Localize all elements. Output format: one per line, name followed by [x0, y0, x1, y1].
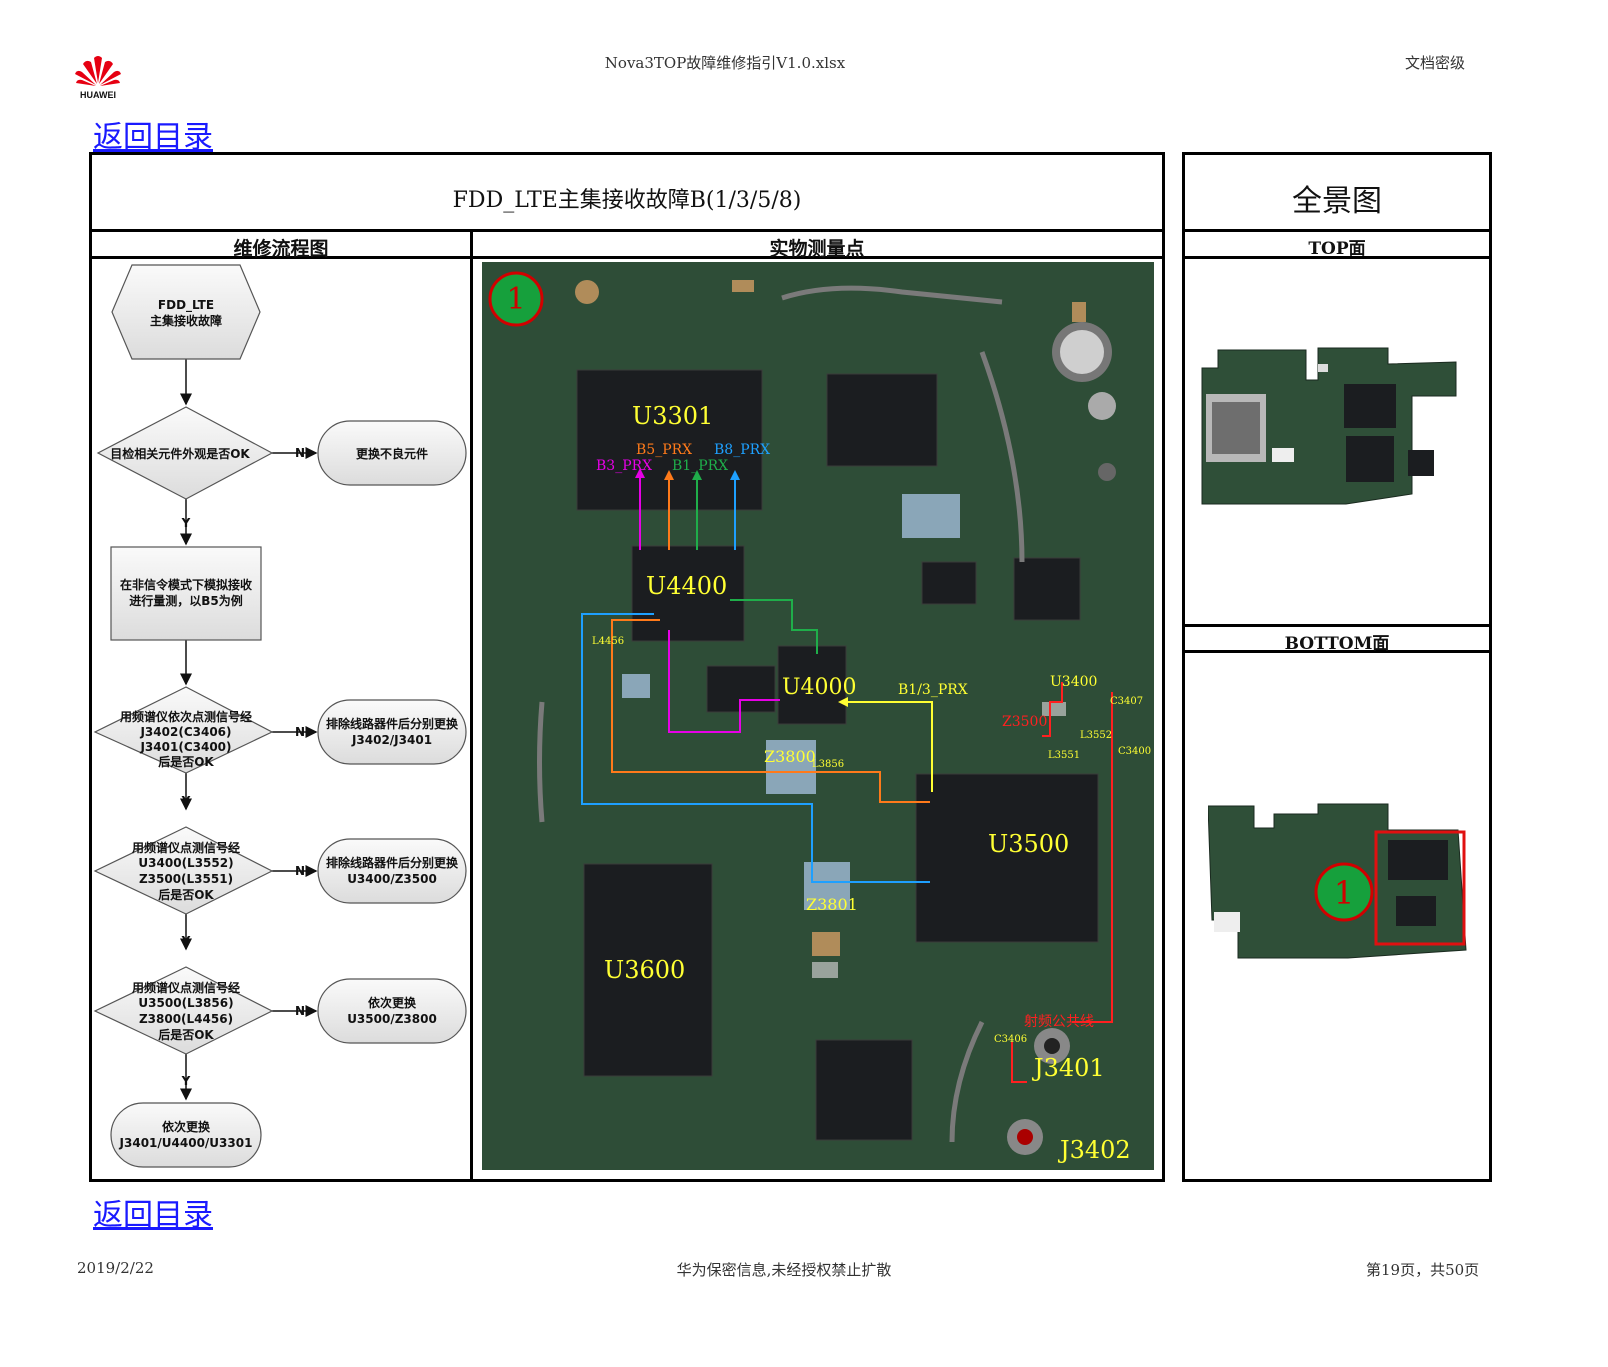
repair-flowchart: FDD_LTE 主集接收故障 目检相关元件外观是否OK 更换不良元件 在非信令模… — [93, 264, 467, 1168]
pcb-photo: 1 U3301 U4400 U4000 Z3800 Z3801 U3500 U3… — [482, 262, 1154, 1170]
label-U4000: U4000 — [782, 675, 857, 700]
label-U4400: U4400 — [646, 572, 727, 600]
svg-text:目检相关元件外观是否OK: 目检相关元件外观是否OK — [110, 446, 250, 461]
svg-text:HUAWEI: HUAWEI — [80, 90, 116, 100]
footer-confidential: 华为保密信息,未经授权禁止扩散 — [676, 1261, 892, 1279]
photo-header: 实物测量点 — [769, 238, 865, 260]
signal-B5-PRX: B5_PRX — [636, 442, 692, 458]
flow-header: 维修流程图 — [233, 238, 329, 260]
top-side-label: TOP面 — [1308, 239, 1366, 259]
flow-action-3 — [317, 838, 467, 904]
label-J3401: J3401 — [1031, 1054, 1105, 1082]
svg-text:进行量测，以B5为例: 进行量测，以B5为例 — [129, 593, 243, 608]
svg-text:FDD_LTE: FDD_LTE — [158, 298, 214, 313]
flow-decision-2 — [93, 686, 274, 774]
flow-action-2 — [317, 699, 467, 765]
flow-decision-4 — [93, 966, 274, 1055]
back-to-contents-link-top[interactable]: 返回目录 — [93, 120, 213, 155]
main-title: FDD_LTE主集接收故障B(1/3/5/8) — [452, 188, 802, 213]
svg-text:依次更换: 依次更换 — [368, 995, 417, 1010]
rf-common-line-label: 射频公共线 — [1024, 1014, 1094, 1030]
file-title: Nova3TOP故障维修指引V1.0.xlsx — [604, 54, 846, 72]
svg-text:Z3800(L4456): Z3800(L4456) — [139, 1012, 233, 1026]
svg-text:后是否OK: 后是否OK — [158, 1027, 214, 1042]
flow-action-4 — [317, 978, 467, 1044]
security-level: 文档密级 — [1405, 54, 1466, 72]
label-C3407: C3407 — [1110, 696, 1143, 707]
svg-text:依次更换: 依次更换 — [162, 1119, 211, 1134]
svg-text:N: N — [295, 725, 305, 739]
svg-text:J3402(C3406): J3402(C3406) — [139, 725, 231, 739]
svg-text:U3500/Z3800: U3500/Z3800 — [347, 1012, 437, 1026]
label-U3600: U3600 — [604, 956, 685, 984]
flow-decision-1 — [96, 406, 274, 500]
svg-text:用频谱仪点测信号经: 用频谱仪点测信号经 — [131, 840, 240, 855]
svg-text:J3401(C3400): J3401(C3400) — [139, 740, 231, 754]
svg-text:更换不良元件: 更换不良元件 — [356, 446, 428, 461]
label-U3301: U3301 — [632, 402, 713, 430]
svg-text:用频谱仪点测信号经: 用频谱仪点测信号经 — [131, 980, 240, 995]
svg-text:N: N — [295, 1004, 305, 1018]
footer-page-number: 第19页，共50页 — [1366, 1261, 1480, 1279]
huawei-logo: HUAWEI — [72, 50, 124, 100]
svg-text:用频谱仪依次点测信号经: 用频谱仪依次点测信号经 — [119, 709, 252, 724]
svg-text:主集接收故障: 主集接收故障 — [150, 313, 222, 328]
svg-text:J3401/U4400/U3301: J3401/U4400/U3301 — [119, 1136, 253, 1150]
label-L3552: L3552 — [1080, 730, 1112, 741]
flow-decision-3 — [93, 826, 274, 915]
signal-B3-PRX: B3_PRX — [596, 458, 652, 474]
label-L4456: L4456 — [592, 636, 624, 647]
label-Z3801: Z3801 — [806, 895, 858, 914]
signal-B8-PRX: B8_PRX — [714, 442, 770, 458]
photo-marker: 1 — [506, 282, 525, 317]
svg-text:N: N — [295, 864, 305, 878]
svg-text:U3500(L3856): U3500(L3856) — [138, 996, 233, 1010]
back-to-contents-link-bottom[interactable]: 返回目录 — [93, 1198, 213, 1233]
huawei-flower-icon: HUAWEI — [75, 56, 121, 100]
flow-end — [110, 1102, 262, 1168]
label-U3500: U3500 — [988, 830, 1069, 858]
label-U3400: U3400 — [1050, 674, 1097, 690]
top-board-image — [1201, 347, 1457, 505]
signal-B1-3-PRX: B1/3_PRX — [898, 682, 968, 698]
flow-start — [111, 264, 261, 360]
svg-text:U3400(L3552): U3400(L3552) — [138, 856, 233, 870]
svg-text:Y: Y — [181, 794, 191, 808]
flow-process-1 — [110, 546, 262, 641]
svg-text:J3402/J3401: J3402/J3401 — [351, 733, 432, 747]
flow-action-1 — [317, 420, 467, 486]
footer-date: 2019/2/22 — [77, 1259, 154, 1277]
overview-panel — [1182, 152, 1492, 1182]
bottom-board-image: 1 — [1208, 803, 1467, 959]
label-C3400: C3400 — [1118, 746, 1151, 757]
label-C3406: C3406 — [994, 1034, 1027, 1045]
overview-title: 全景图 — [1292, 184, 1382, 219]
label-Z3800: Z3800 — [764, 747, 816, 766]
svg-text:U3400/Z3500: U3400/Z3500 — [347, 872, 437, 886]
label-J3402: J3402 — [1057, 1136, 1131, 1164]
overview-marker: 1 — [1334, 874, 1354, 912]
svg-text:Y: Y — [181, 934, 191, 948]
svg-text:N: N — [295, 446, 305, 460]
signal-B1-PRX: B1_PRX — [672, 458, 728, 474]
label-L3551: L3551 — [1048, 750, 1080, 761]
svg-text:后是否OK: 后是否OK — [158, 754, 214, 769]
svg-text:Y: Y — [181, 1074, 191, 1088]
bottom-side-label: BOTTOM面 — [1284, 634, 1390, 654]
svg-text:Z3500(L3551): Z3500(L3551) — [139, 872, 233, 886]
svg-text:后是否OK: 后是否OK — [158, 887, 214, 902]
svg-text:排除线路器件后分别更换: 排除线路器件后分别更换 — [326, 855, 459, 870]
svg-text:排除线路器件后分别更换: 排除线路器件后分别更换 — [326, 716, 459, 731]
label-L3856: L3856 — [812, 759, 844, 770]
svg-text:Y: Y — [181, 516, 191, 530]
svg-text:在非信令模式下模拟接收: 在非信令模式下模拟接收 — [120, 577, 252, 592]
label-Z3500: Z3500 — [1002, 714, 1047, 730]
